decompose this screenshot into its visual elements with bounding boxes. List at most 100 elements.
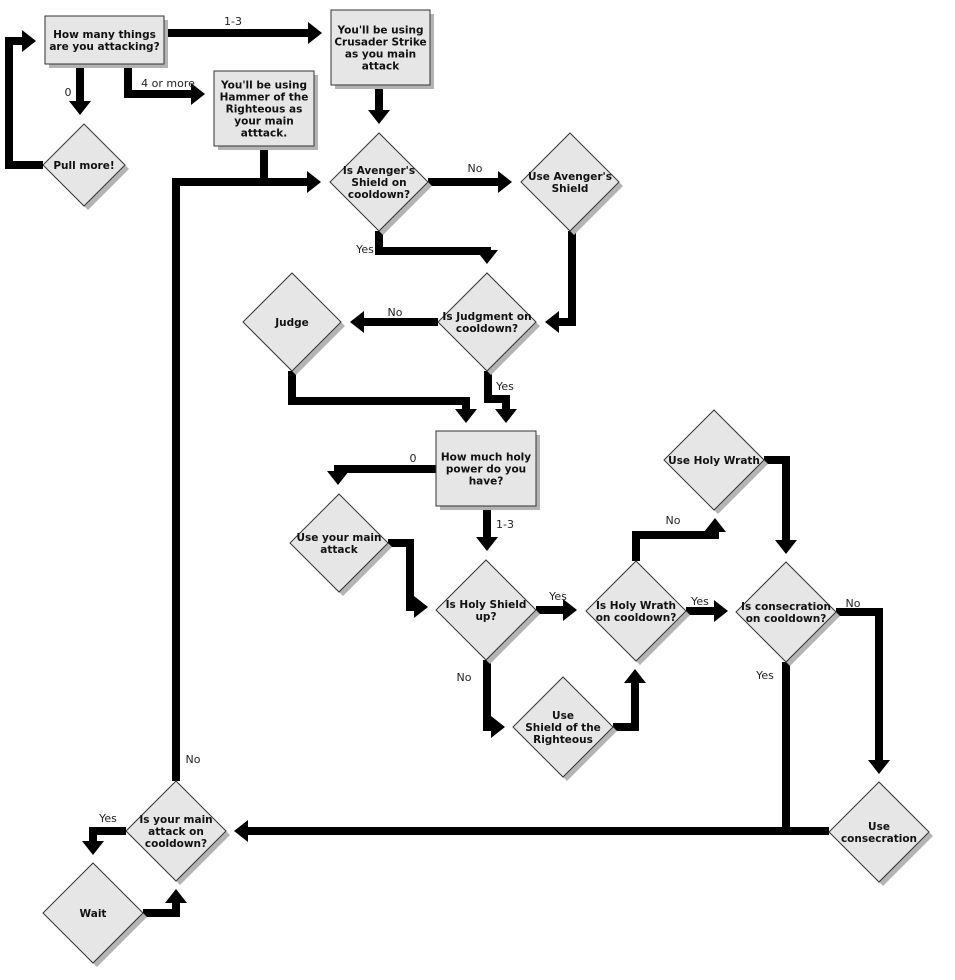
decision-diamond [329,132,429,232]
decision-diamond [435,559,537,661]
connector-line [5,37,43,169]
edge-label: 0 [410,452,417,465]
node-label-line: Righteous as [226,104,303,116]
node-label-line: How many things [53,29,156,41]
node-label-line: Use Avenger's [528,171,612,183]
process-box [330,9,431,86]
node-label-line: You'll be using [220,80,307,92]
arrowhead-icon [545,311,559,333]
node-label-line: Is Judgment on [442,311,531,323]
arrowhead-icon [775,540,797,554]
connector-line [288,371,470,411]
node-use-holy-wrath: Use Holy Wrath [663,409,768,514]
connector-line [124,64,193,98]
node-label-line: are you attacking? [49,41,159,53]
arrowhead-icon [307,171,321,193]
node-label-line: Hammer of the [220,92,309,104]
arrowhead-icon [704,518,726,532]
edge-label: Yes [690,595,709,608]
edge-label: 0 [65,86,72,99]
edge-holy-shield-up-to-use-sotr [483,660,505,738]
node-label-line: Shield [552,183,589,195]
node-label-line: How much holy [441,452,531,464]
arrowhead-icon [868,760,890,774]
arrowhead-icon [82,841,104,855]
node-label-line: Shield on [351,177,406,189]
edge-main-attack-cd-to-avengers-cd [172,171,321,781]
node-label-line: Judge [274,317,309,329]
edge-use-main-to-holy-shield-up [388,539,428,618]
arrowhead-icon [69,101,91,115]
edge-label: No [388,306,403,319]
node-label-line: Pull more! [53,160,114,172]
node-label-line: Is Holy Shield [446,599,527,611]
node-label-line: attack on [148,826,204,838]
arrowhead-icon [234,820,248,842]
edge-how-many-to-pull-more [69,64,91,115]
node-label-line: power do you [446,464,526,476]
edge-label: 1-3 [496,518,514,531]
node-label-line: your main [234,116,293,128]
node-label-line: on cooldown? [596,612,677,624]
node-label-line: have? [469,476,504,488]
edge-label: No [666,514,681,527]
arrowhead-icon [624,669,646,683]
decision-diamond [42,862,144,964]
decision-diamond [437,272,537,372]
arrowhead-icon [498,171,512,193]
node-label-line: cooldown? [348,189,410,201]
arrowhead-icon [327,471,349,485]
arrowhead-icon [476,250,498,264]
connector-line [143,901,180,917]
node-label-line: consecration [841,833,917,845]
node-label-line: Use [868,821,890,833]
edge-use-consecration-to-main-attack-cd [234,820,829,842]
node-label-line: Is Avenger's [343,165,415,177]
edge-judge-to-holy-power [288,371,477,423]
node-label-line: Shield of the [525,722,601,734]
node-label-line: Use [552,710,574,722]
edge-holy-power-to-use-main [327,465,436,485]
edge-label: No [186,753,201,766]
edge-label: Yes [355,243,374,256]
process-box [44,15,165,65]
decision-diamond [663,409,765,511]
decision-diamond [289,493,389,593]
edge-use-avengers-to-judgment-cd [545,231,576,333]
node-label-line: on cooldown? [746,613,827,625]
node-label-line: cooldown? [456,323,518,335]
decision-diamond [735,561,837,663]
arrowhead-icon [714,600,728,622]
node-label-line: as you main [345,49,416,61]
edge-label: Yes [98,812,117,825]
node-label-line: Is consecration [741,601,831,613]
edge-label: Yes [755,669,774,682]
decision-diamond [242,272,342,372]
node-label-line: Use your main [296,532,381,544]
node-label-line: up? [475,611,496,623]
node-label-line: cooldown? [145,838,207,850]
edge-label: 1-3 [224,15,242,28]
connector-line [557,231,576,326]
edge-label: No [846,597,861,610]
edge-use-holy-wrath-to-consecration-cd [764,456,797,554]
arrowhead-icon [191,83,205,105]
edge-holy-shield-up-to-holy-wrath-cd [536,599,577,621]
node-label-line: Righteous [533,734,593,746]
decision-diamond [828,781,930,883]
connector-line [334,465,436,473]
edge-label: No [457,671,472,684]
connector-line [172,178,309,781]
